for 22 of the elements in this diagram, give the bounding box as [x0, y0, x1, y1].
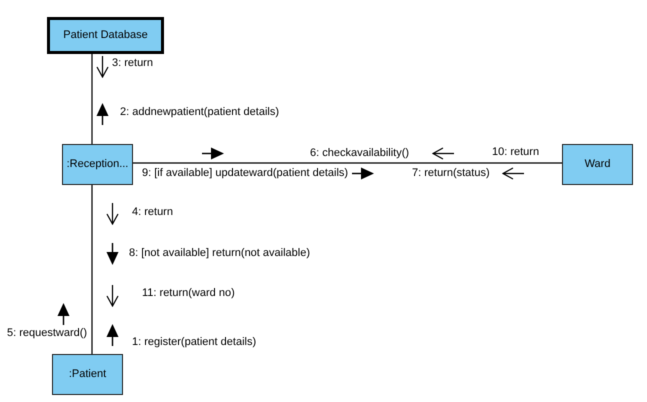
- object-box: [52, 354, 123, 395]
- message-label: 4: return: [132, 205, 173, 219]
- object-name: Ward: [584, 158, 610, 171]
- message-label: 6: checkavailability(): [310, 146, 410, 160]
- message-label: 7: return(status): [412, 166, 490, 180]
- object-name: :Patient: [68, 368, 106, 381]
- connector-line: [91, 54, 93, 144]
- message-label: 1: register(patient details): [132, 335, 256, 349]
- message-label: 2: addnewpatient(patient details): [120, 105, 279, 119]
- message-label: 3: return: [112, 56, 153, 70]
- message-label: 11: return(ward no): [142, 286, 235, 300]
- message-label: 9: [if available] updateward(patient details): [142, 166, 348, 180]
- message-label: 8: [not available] return(not available): [129, 246, 310, 260]
- object-box: [47, 17, 164, 54]
- connector-line: [133, 162, 562, 164]
- message-label: 5: requestward(): [7, 326, 88, 340]
- object-box: [562, 144, 633, 185]
- object-name: Patient Database: [63, 29, 148, 42]
- message-label: 10: return: [492, 145, 540, 159]
- connector-line: [91, 185, 93, 354]
- object-box: [62, 144, 133, 185]
- object-name: :Reception...: [66, 158, 128, 171]
